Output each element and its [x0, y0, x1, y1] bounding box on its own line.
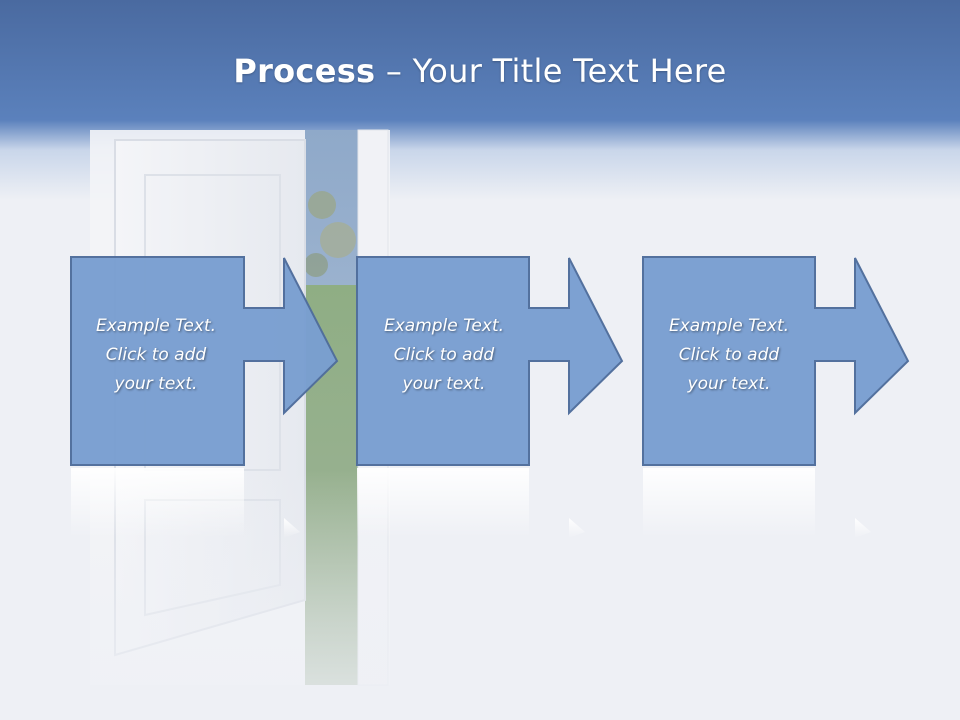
process-arrow-1[interactable]: [70, 256, 340, 476]
arrow-reflections: [71, 468, 871, 538]
step-line: Click to add: [105, 345, 207, 365]
step-1-text[interactable]: Example Text. Click to add your text.: [71, 312, 241, 399]
process-arrow-2[interactable]: [356, 256, 626, 476]
step-line: Example Text.: [383, 316, 505, 336]
slide-title[interactable]: Process – Your Title Text Here: [0, 52, 960, 90]
step-line: Example Text.: [95, 316, 217, 336]
step-line: your text.: [402, 374, 486, 394]
step-line: your text.: [114, 374, 198, 394]
step-line: Click to add: [393, 345, 495, 365]
title-rest: – Your Title Text Here: [375, 52, 727, 90]
process-arrow-3[interactable]: [642, 256, 912, 476]
step-3-text[interactable]: Example Text. Click to add your text.: [644, 312, 814, 399]
title-bold: Process: [233, 52, 376, 90]
step-2-text[interactable]: Example Text. Click to add your text.: [359, 312, 529, 399]
step-line: Click to add: [678, 345, 780, 365]
step-line: Example Text.: [668, 316, 790, 336]
step-line: your text.: [687, 374, 771, 394]
